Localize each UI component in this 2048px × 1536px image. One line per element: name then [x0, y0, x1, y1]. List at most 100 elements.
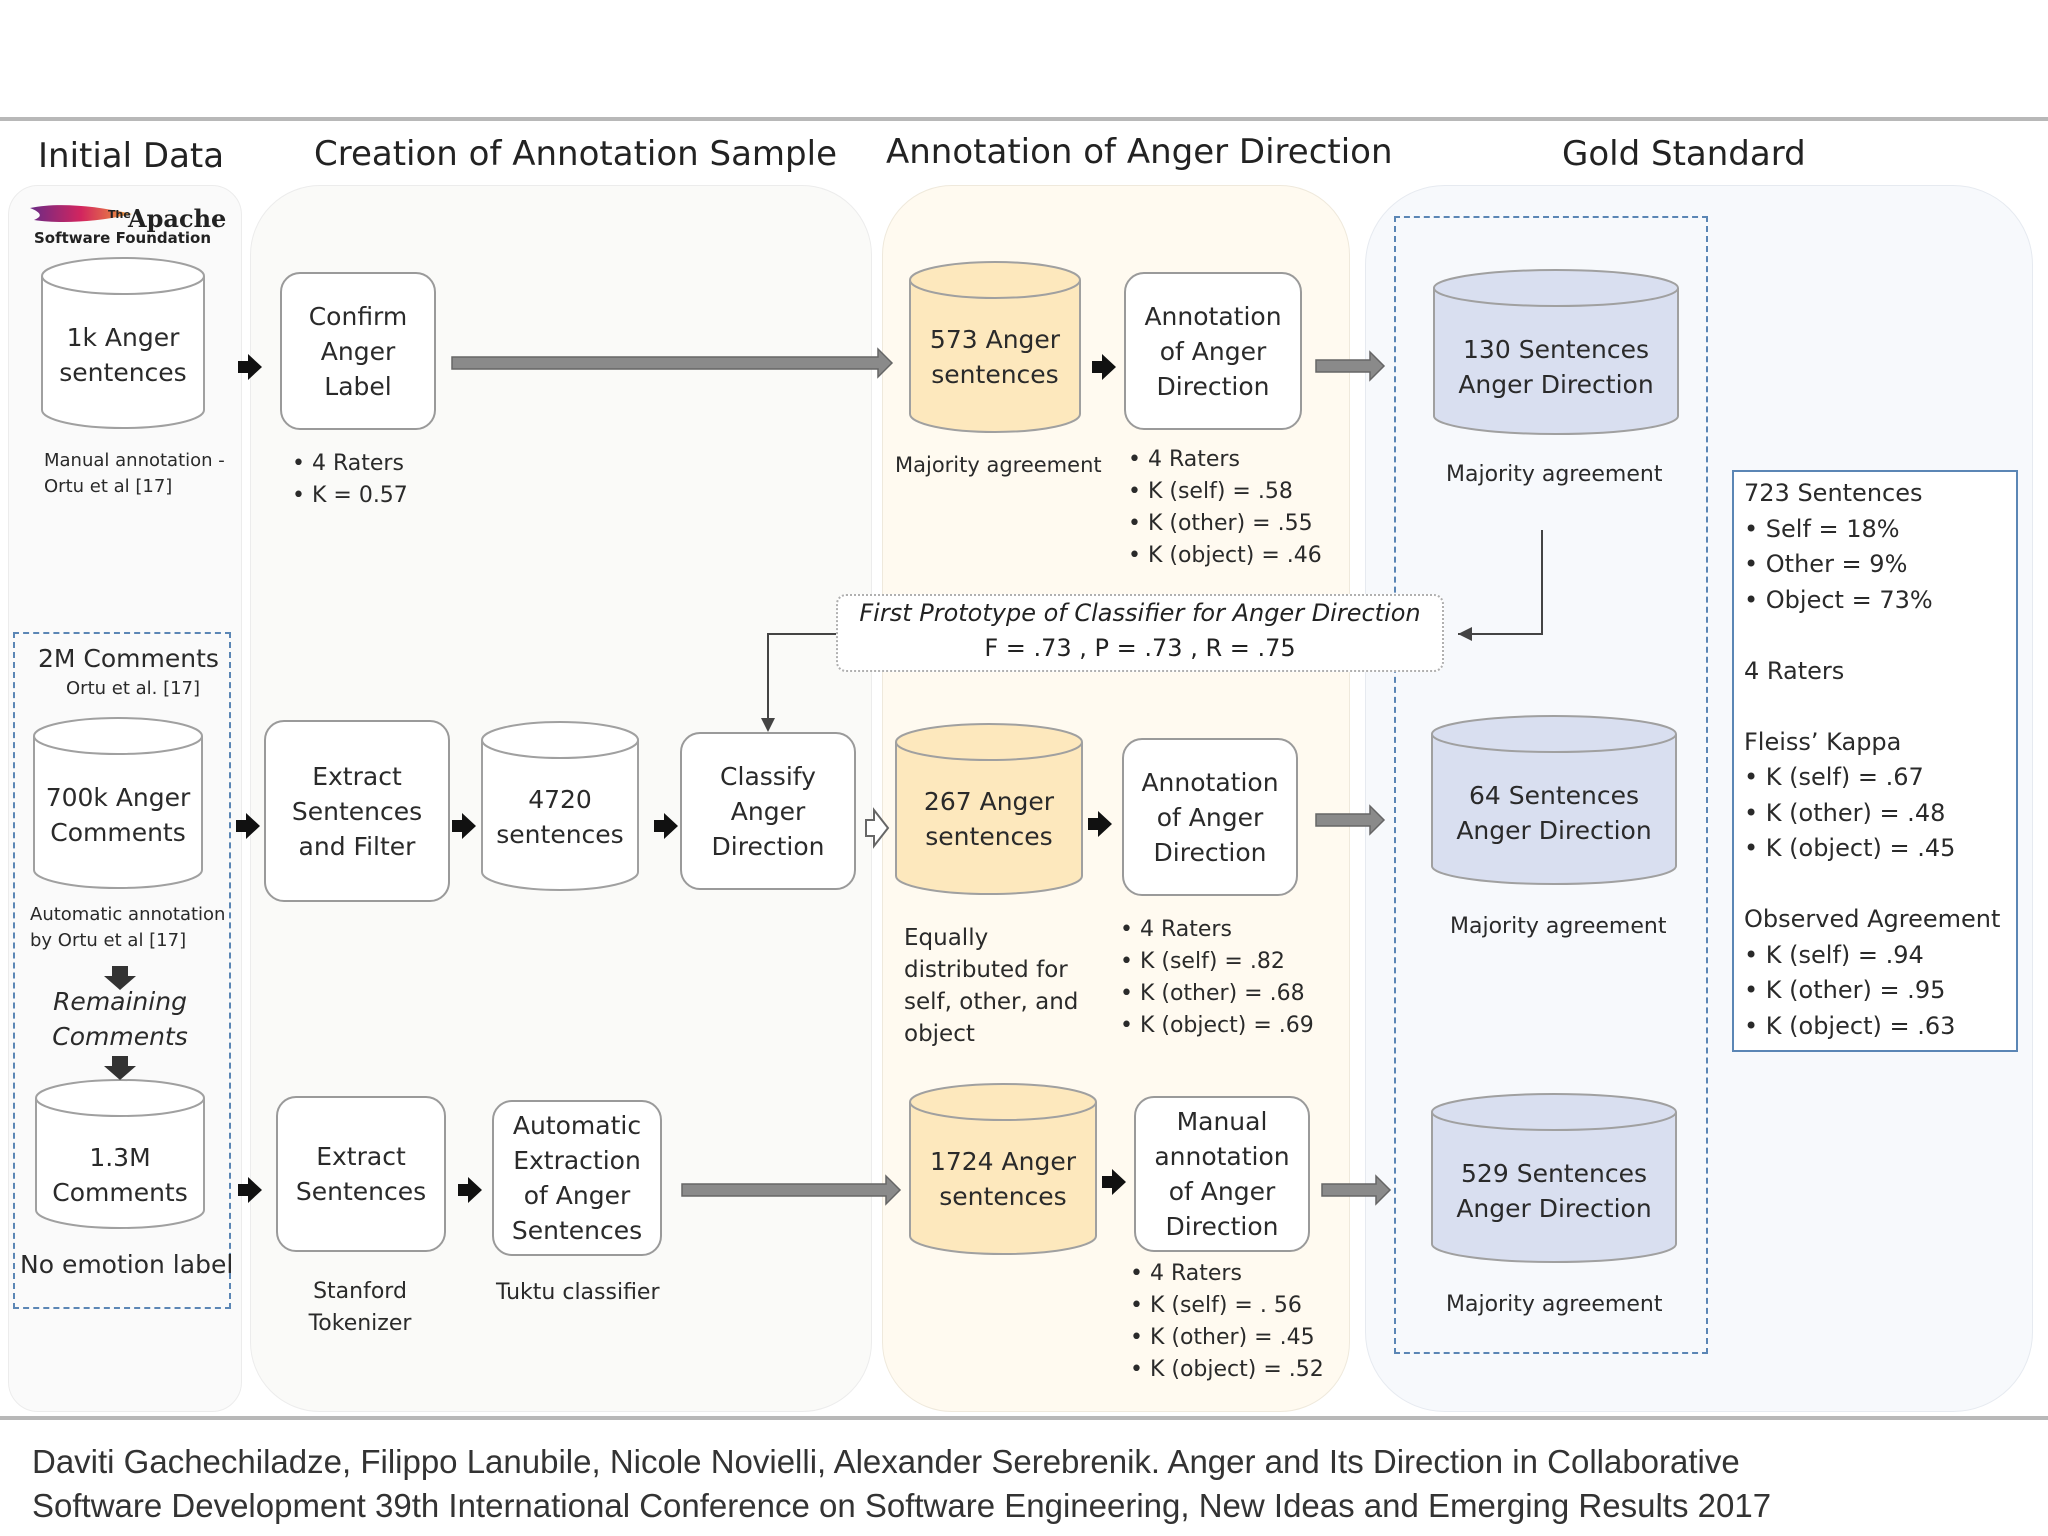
- arrow-cyl1-to-confirm: [238, 354, 262, 380]
- apache-logo-the: The: [108, 208, 131, 221]
- arrow-row1-to-gold: [1315, 350, 1386, 382]
- row1-annotation-stats: • 4 Raters• K (self) = .58• K (other) = …: [1128, 447, 1322, 568]
- summary-line: • K (object) = .63: [1744, 1011, 1956, 1040]
- cylinder-1k-anger: [41, 257, 205, 429]
- gold-130-majority: Majority agreement: [1446, 462, 1663, 487]
- no-emotion-label: No emotion label: [20, 1250, 234, 1279]
- cylinder-1724: [909, 1083, 1097, 1255]
- gold-cylinder-130: [1433, 269, 1679, 435]
- summary-line: • K (self) = .67: [1744, 763, 1924, 791]
- summary-line: Observed Agreement: [1744, 905, 2001, 933]
- top-rule: [0, 117, 2048, 121]
- summary-line: • K (object) = .45: [1744, 834, 1956, 862]
- arrow-573-to-annot: [1092, 354, 1116, 380]
- gold-64-majority: Majority agreement: [1450, 914, 1667, 939]
- cylinder-267: [895, 723, 1083, 895]
- cylinder-4720: [481, 721, 639, 891]
- arrow-13m-to-extract: [238, 1177, 262, 1203]
- cylinder-1-3m: [35, 1079, 205, 1229]
- arrow-row2-to-gold: [1315, 804, 1386, 836]
- dashed-region-comments: [13, 632, 231, 1309]
- manual-annotation-note: Manual annotation -Ortu et al [17]: [44, 450, 225, 497]
- arrow-down-to-13m: [104, 1056, 136, 1080]
- prototype-metrics: F = .73 , P = .73 , R = .75: [984, 634, 1296, 662]
- summary-line: 723 Sentences: [1744, 479, 1923, 507]
- gold-529-majority: Majority agreement: [1446, 1292, 1663, 1317]
- summary-line: • K (self) = .94: [1744, 940, 1924, 969]
- arrow-confirm-to-573: [451, 347, 894, 379]
- arrow-extract-to-auto: [458, 1177, 482, 1203]
- arrow-700k-to-extract: [236, 813, 260, 839]
- connector-gold-to-prototype: [1458, 530, 1543, 635]
- arrow-4720-to-classify: [654, 813, 678, 839]
- arrow-267-to-annot: [1088, 811, 1112, 837]
- citation-line-2: Software Development 39th International …: [32, 1487, 1772, 1524]
- summary-line: • Other = 9%: [1744, 550, 1908, 578]
- arrow-auto-to-1724: [681, 1174, 902, 1206]
- row2-annotation-stats: • 4 Raters• K (self) = .82• K (other) = …: [1120, 917, 1314, 1038]
- summary-lines: 723 Sentences • Self = 18% • Other = 9% • O…: [1744, 476, 2006, 1044]
- bottom-rule: [0, 1416, 2048, 1420]
- comments-2m-citation: Ortu et al. [17]: [66, 678, 201, 699]
- prototype-classifier-box: First Prototype of Classifier for Anger …: [836, 594, 1444, 672]
- apache-logo-name: Apache: [128, 204, 227, 233]
- header-creation: Creation of Annotation Sample: [314, 134, 837, 174]
- arrow-1724-to-manual: [1102, 1169, 1126, 1195]
- gold-standard-summary-box: 723 Sentences • Self = 18% • Other = 9% • O…: [1732, 470, 2018, 1052]
- summary-line: [1744, 618, 2006, 654]
- summary-line: • Self = 18%: [1744, 514, 1900, 543]
- arrow-row3-to-gold: [1321, 1174, 1392, 1206]
- row1-majority-agreement: Majority agreement: [895, 453, 1102, 477]
- connector-gold-arrowhead: [1458, 627, 1472, 641]
- summary-line: [1744, 689, 2006, 725]
- row3-annotation-stats: • 4 Raters• K (self) = . 56• K (other) =…: [1130, 1261, 1324, 1382]
- header-initial-data: Initial Data: [38, 136, 225, 176]
- gold-cylinder-64: [1431, 715, 1677, 885]
- connector-classify-arrowhead: [761, 718, 775, 732]
- summary-line: [1744, 867, 2006, 903]
- apache-feather-logo: [30, 205, 132, 222]
- arrow-down-to-remaining: [104, 966, 136, 990]
- summary-line: 4 Raters: [1744, 656, 1845, 685]
- gold-cylinder-529: [1431, 1093, 1677, 1263]
- citation-line-1: Daviti Gachechiladze, Filippo Lanubile, …: [32, 1443, 1740, 1480]
- citation: Daviti Gachechiladze, Filippo Lanubile, …: [32, 1440, 1771, 1528]
- confirm-raters-list: • 4 Raters• K = 0.57: [292, 451, 408, 508]
- cylinder-700k: [33, 717, 203, 889]
- apache-logo-sub: Software Foundation: [34, 229, 212, 247]
- arrow-extract-to-4720: [452, 813, 476, 839]
- comments-2m-title: 2M Comments: [38, 644, 219, 673]
- prototype-title: First Prototype of Classifier for Anger …: [859, 599, 1421, 627]
- dashed-region-gold: [1394, 216, 1708, 1354]
- tuktu-classifier-note: Tuktu classifier: [496, 1280, 660, 1305]
- cylinder-573: [909, 261, 1081, 433]
- summary-line: • K (other) = .95: [1744, 976, 1946, 1004]
- summary-line: Fleiss’ Kappa: [1744, 727, 1902, 756]
- header-annotation: Annotation of Anger Direction: [886, 132, 1393, 172]
- summary-line: • Object = 73%: [1744, 585, 1933, 614]
